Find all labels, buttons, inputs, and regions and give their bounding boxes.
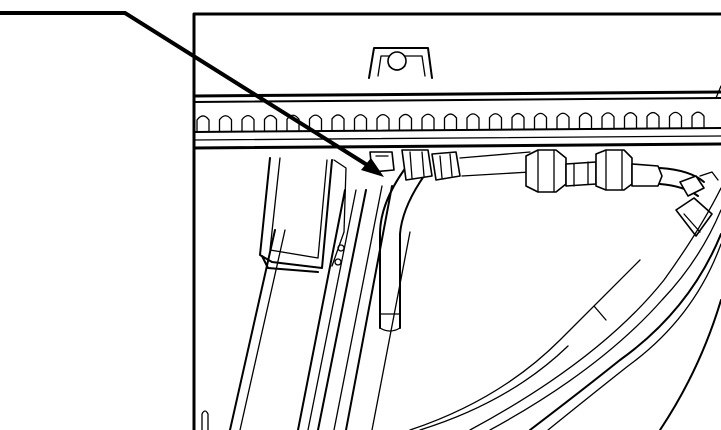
- leader-arrow-icon: [0, 11, 384, 177]
- hinge-knuckle: [398, 113, 413, 132]
- hinge-knuckle: [511, 112, 525, 131]
- hose-connector: [675, 171, 719, 237]
- hinge-knuckle: [556, 112, 570, 130]
- hinge-rail: [192, 85, 721, 150]
- curved-cable: [409, 187, 721, 430]
- hinge-knuckle: [353, 114, 368, 132]
- hinge-knuckle: [488, 113, 503, 131]
- hinge-knuckle: [601, 112, 615, 130]
- hinge-knuckle: [691, 111, 705, 129]
- hinge-knuckle: [263, 114, 278, 133]
- detail-frame: [192, 12, 721, 430]
- hinge-knuckle: [218, 115, 233, 133]
- hinge-knuckle: [668, 111, 683, 130]
- hinge-knuckle: [646, 111, 660, 130]
- hinge-knuckle: [286, 114, 300, 132]
- hinge-knuckle: [443, 113, 458, 131]
- hinge-knuckle: [331, 114, 345, 132]
- hinge-knuckle: [241, 114, 255, 133]
- hinge-knuckle: [421, 113, 435, 131]
- hinge-knuckle: [533, 112, 548, 131]
- hose-fittings: [369, 149, 531, 181]
- hinge-knuckle: [578, 112, 593, 130]
- mounting-clip: [368, 47, 433, 79]
- bent-hose: [379, 157, 429, 332]
- hinge-knuckle: [308, 114, 323, 132]
- hinge-knuckle: [466, 113, 480, 131]
- hinge-knuckle: [623, 112, 638, 130]
- hinge-knuckle: [196, 115, 210, 133]
- support-strut: [201, 185, 411, 430]
- hinge-knuckle: [376, 113, 390, 132]
- coupling-assembly: [525, 149, 705, 197]
